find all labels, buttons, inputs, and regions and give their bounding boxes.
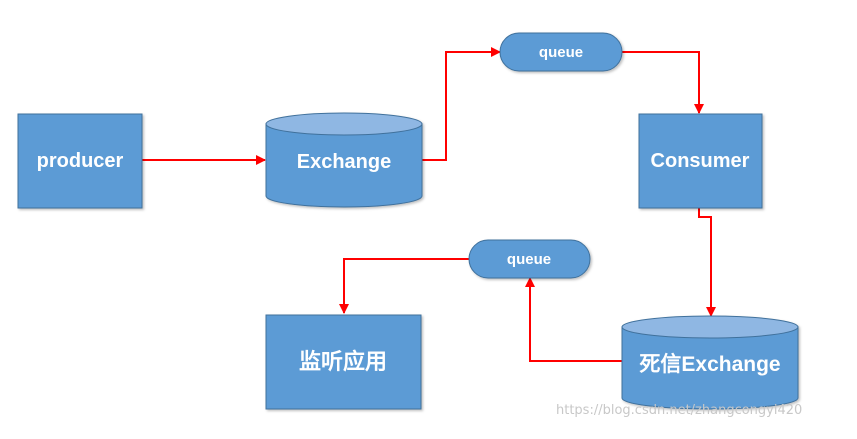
connectors: [142, 47, 716, 362]
arrow-dlx-to-queue-bottom: [525, 277, 622, 362]
producer-node: [17, 113, 143, 209]
dlx-node: [621, 315, 799, 410]
consumer-label: Consumer: [651, 150, 750, 172]
queue-top-node: [499, 32, 623, 72]
arrow-queue-bottom-to-listener: [339, 258, 469, 314]
arrow-consumer-to-dlx: [698, 208, 716, 317]
queue-bottom-node: [468, 239, 591, 279]
watermark-text: https://blog.csdn.net/zhangcongyi420: [556, 403, 803, 418]
queue-bottom-label: queue: [507, 251, 551, 268]
arrow-queue-top-to-consumer: [622, 51, 704, 114]
dlx-label: 死信Exchange: [639, 352, 780, 376]
exchange-node: [265, 112, 423, 208]
exchange-label: Exchange: [297, 151, 391, 173]
queue-top-label: queue: [539, 44, 583, 61]
consumer-node: [638, 113, 763, 209]
listener-label: 监听应用: [299, 349, 387, 374]
listener-node: [265, 314, 422, 410]
producer-label: producer: [37, 150, 124, 172]
arrow-exchange-to-queue-top: [421, 47, 501, 161]
